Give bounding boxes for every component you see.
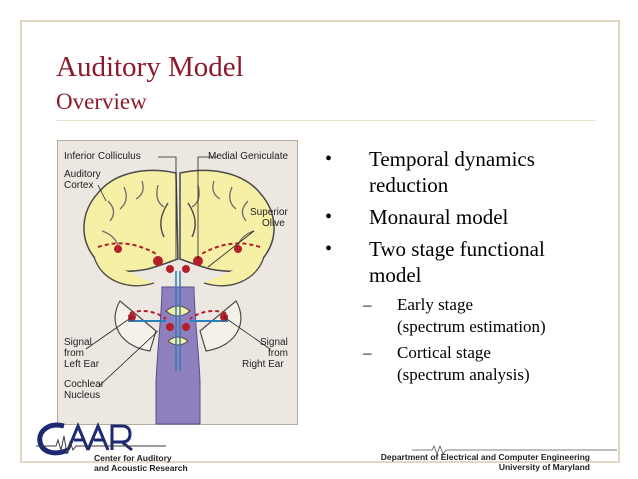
label-auditory-cortex-line1: Auditory — [64, 169, 101, 180]
label-auditory-cortex-line2: Cortex — [64, 180, 94, 191]
sub-bullet-item: – Early stage (spectrum estimation) — [325, 294, 615, 338]
bullet-dot-icon: • — [325, 148, 333, 170]
caar-logo: Center for Auditory and Acoustic Researc… — [34, 420, 204, 475]
label-signal-right-line3: Right Ear — [242, 359, 284, 370]
label-signal-left-line2: from — [64, 348, 84, 359]
sub-bullet-text: (spectrum estimation) — [397, 317, 546, 336]
sub-bullet-text: (spectrum analysis) — [397, 365, 530, 384]
bullet-dot-icon: • — [325, 206, 333, 228]
bullet-item: • Two stage functional model — [325, 236, 615, 288]
footer: Department of Electrical and Computer En… — [381, 452, 590, 472]
caar-logo-icon — [36, 422, 166, 456]
bullet-text: Temporal dynamics — [369, 147, 535, 171]
label-cochlear-nucleus-line2: Nucleus — [64, 390, 101, 401]
bullet-dot-icon: • — [325, 238, 333, 260]
slide-subtitle: Overview — [56, 89, 147, 114]
logo-caption-line2: and Acoustic Research — [94, 463, 188, 473]
label-medial-geniculate: Medial Geniculate — [208, 151, 289, 162]
slide-frame — [20, 20, 620, 463]
bullet-text: Monaural model — [369, 205, 509, 229]
sub-bullet-text: Early stage — [397, 295, 473, 314]
bullet-text: model — [369, 263, 422, 287]
bullet-list: • Temporal dynamics reduction • Monaural… — [325, 146, 615, 390]
brain-right-hemisphere — [179, 169, 275, 272]
slide-title: Auditory Model — [56, 51, 244, 83]
label-inferior-colliculus: Inferior Colliculus — [64, 151, 141, 162]
title-divider — [56, 120, 596, 121]
label-signal-right-line1: Signal — [260, 337, 288, 348]
logo-caption: Center for Auditory and Acoustic Researc… — [94, 453, 188, 473]
bullet-item: • Temporal dynamics reduction — [325, 146, 615, 198]
label-cochlear-nucleus-line1: Cochlear — [64, 379, 105, 390]
dash-icon: – — [363, 295, 372, 314]
bullet-text: Two stage functional — [369, 237, 545, 261]
footer-waveform-icon — [412, 445, 617, 455]
dash-icon: – — [363, 343, 372, 362]
footer-university: University of Maryland — [498, 462, 590, 472]
label-superior-olive-line2: Olive — [262, 218, 285, 229]
brain-diagram — [83, 156, 275, 425]
sub-bullet-text: Cortical stage — [397, 343, 491, 362]
sub-bullet-item: – Cortical stage (spectrum analysis) — [325, 342, 615, 386]
label-signal-left-line1: Signal — [64, 337, 92, 348]
label-signal-right-line2: from — [268, 348, 288, 359]
bullet-item: • Monaural model — [325, 204, 615, 230]
auditory-pathway-figure: Inferior Colliculus Auditory Cortex Medi… — [57, 140, 298, 425]
logo-caption-line1: Center for Auditory — [94, 453, 172, 463]
footer-department: Department of Electrical and Computer En… — [380, 452, 590, 462]
label-signal-left-line3: Left Ear — [64, 359, 100, 370]
bullet-text: reduction — [369, 173, 449, 197]
label-superior-olive-line1: Superior — [250, 207, 288, 218]
